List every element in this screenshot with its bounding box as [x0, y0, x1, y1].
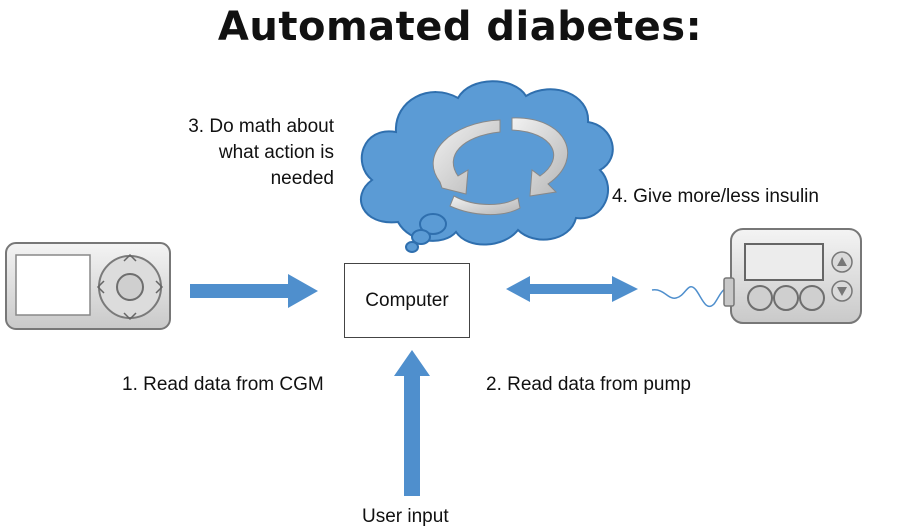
page-title: Automated diabetes:	[217, 4, 703, 50]
pump-tubing	[651, 286, 733, 308]
label-step2-read-pump: 2. Read data from pump	[486, 374, 691, 395]
arrow-user-input	[394, 350, 430, 496]
cycle-arrows-icon	[432, 117, 568, 216]
thought-cloud-icon	[360, 80, 614, 253]
insulin-pump-icon	[723, 228, 862, 324]
label-step4-give-insulin: 4. Give more/less insulin	[612, 186, 819, 207]
label-user-input: User input	[362, 506, 449, 527]
label-step3-do-math: 3. Do math about what action is needed	[188, 116, 334, 189]
label-step1-read-cgm: 1. Read data from CGM	[122, 374, 324, 395]
arrow-cgm-to-computer	[190, 274, 318, 308]
cgm-device-icon	[5, 242, 171, 330]
computer-label: Computer	[365, 289, 449, 311]
arrow-computer-pump	[506, 276, 638, 302]
computer-node: Computer	[344, 263, 470, 338]
